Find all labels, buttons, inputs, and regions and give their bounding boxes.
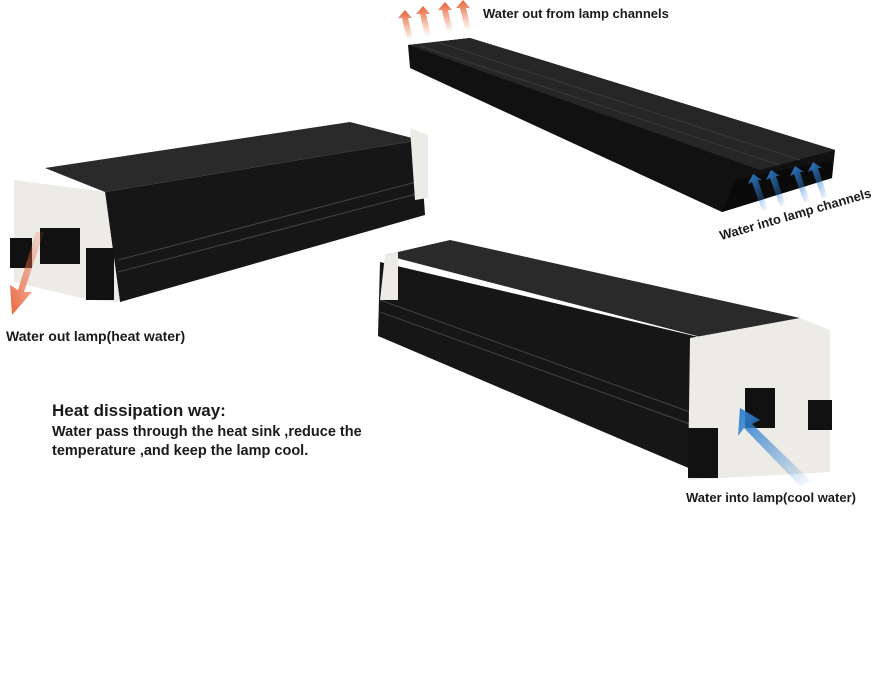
label-water-out-lamp: Water out lamp(heat water) <box>6 328 186 344</box>
description-heading: Heat dissipation way: <box>52 401 226 420</box>
label-water-into-lamp: Water into lamp(cool water) <box>686 490 856 505</box>
hot-arrows-top <box>398 0 471 40</box>
lamp-left <box>10 122 428 302</box>
lamp-right <box>378 240 832 480</box>
label-water-out-channels: Water out from lamp channels <box>483 6 669 21</box>
cool-arrows-channels <box>748 162 828 210</box>
description-text: Water pass through the heat sink ,reduce… <box>52 424 362 459</box>
hot-arrow-lamp-out <box>10 232 44 315</box>
heat-sink <box>408 38 835 212</box>
cool-arrow-lamp-in <box>738 408 812 486</box>
